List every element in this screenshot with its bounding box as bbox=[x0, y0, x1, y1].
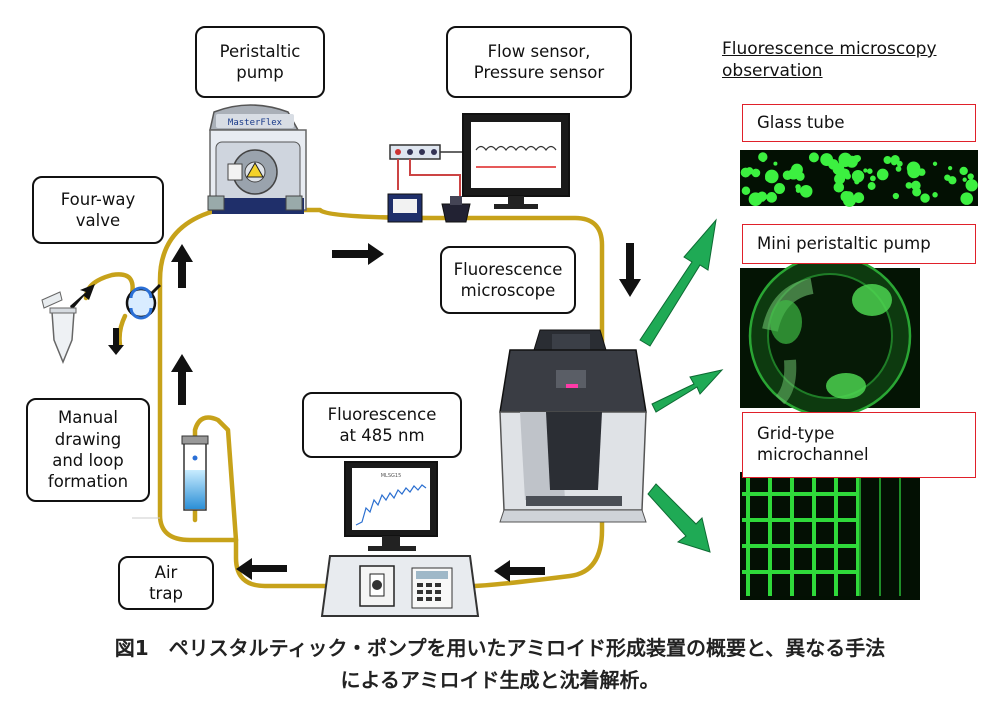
observation-title-line1: Fluorescence microscopy bbox=[722, 39, 937, 59]
tubing-air-trap bbox=[192, 415, 239, 543]
flow-arrow-left-bottom bbox=[236, 558, 287, 580]
four-way-valve-illustration bbox=[125, 283, 162, 320]
sensor-monitor-illustration bbox=[462, 113, 570, 209]
tubing-main-loop bbox=[157, 207, 605, 589]
flow-arrow-up-upper bbox=[171, 244, 193, 288]
observation-title-line2: observation bbox=[722, 61, 823, 82]
label-air-trap: Air trap bbox=[118, 556, 214, 610]
flow-arrow-down bbox=[619, 243, 641, 297]
panel-label-mini-pump: Mini peristaltic pump bbox=[742, 224, 976, 264]
label-fluorescence-485: Fluorescence at 485 nm bbox=[302, 392, 462, 458]
green-arrow-lower bbox=[647, 483, 711, 553]
flow-arrow-down-small bbox=[108, 328, 124, 355]
observation-title: Fluorescence microscopy observation bbox=[722, 38, 937, 82]
glass-tube-fluorescent-aggregates bbox=[740, 152, 978, 207]
tubing-valve-bottom bbox=[117, 313, 128, 348]
sample-tube-illustration bbox=[41, 291, 77, 364]
panel-label-glass-tube: Glass tube bbox=[742, 104, 976, 142]
green-arrow-middle bbox=[651, 369, 724, 413]
label-four-way-valve: Four-way valve bbox=[32, 176, 164, 244]
panel-label-grid-microchannel: Grid-type microchannel bbox=[742, 412, 976, 478]
microscope-illustration bbox=[499, 329, 647, 523]
air-trap-illustration bbox=[132, 435, 209, 519]
glass-tube-image bbox=[740, 150, 978, 207]
label-flow-sensor: Flow sensor, Pressure sensor bbox=[446, 26, 632, 98]
tubing bbox=[83, 207, 605, 589]
fluorometer-illustration: MLSG15 bbox=[320, 461, 480, 617]
label-fluorescence-microscope: Fluorescence microscope bbox=[440, 246, 576, 314]
observation-arrows bbox=[639, 218, 724, 553]
green-arrow-upper bbox=[639, 218, 717, 347]
label-manual-drawing: Manual drawing and loop formation bbox=[26, 398, 150, 502]
flow-arrow-diag-up bbox=[70, 284, 95, 310]
pump-brand-text: MasterFlex bbox=[228, 118, 283, 128]
figure-caption-line2: によるアミロイド生成と沈着解析。 bbox=[340, 668, 660, 692]
plot-title-text: MLSG15 bbox=[381, 473, 402, 479]
mini-pump-image bbox=[740, 254, 920, 418]
flow-arrows bbox=[70, 243, 641, 582]
flow-arrow-left-mid bbox=[494, 560, 545, 582]
label-peristaltic-pump: Peristaltic pump bbox=[195, 26, 325, 98]
grid-microchannel-image bbox=[740, 472, 920, 600]
flow-sensor-illustration bbox=[387, 144, 478, 223]
flow-arrow-right bbox=[332, 243, 384, 265]
figure-caption-line1: 図1 ペリスタルティック・ポンプを用いたアミロイド形成装置の概要と、異なる手法 bbox=[114, 636, 886, 660]
flow-arrow-up-lower bbox=[171, 354, 193, 405]
peristaltic-pump-illustration: MasterFlex bbox=[207, 104, 307, 214]
